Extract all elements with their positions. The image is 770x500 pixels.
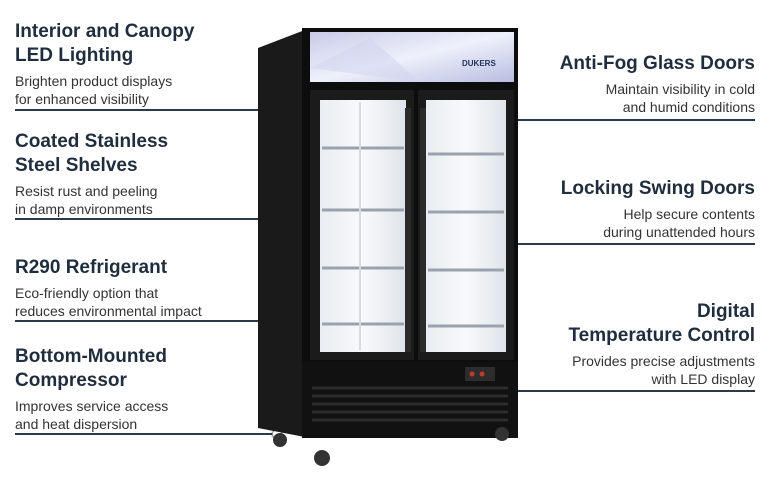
- callout-line: [468, 390, 755, 392]
- callout-line: [15, 433, 277, 435]
- feature-anti-fog-doors: Anti-Fog Glass Doors Maintain visibility…: [560, 52, 755, 116]
- feature-description: Eco-friendly option that reduces environ…: [15, 285, 202, 319]
- refrigerator-illustration: DUKERS: [258, 28, 518, 466]
- callout-line: [468, 243, 755, 245]
- feature-refrigerant: R290 Refrigerant Eco-friendly option tha…: [15, 256, 202, 320]
- feature-description: Maintain visibility in cold and humid co…: [605, 81, 755, 115]
- feature-title: Bottom-Mounted Compressor: [15, 346, 167, 391]
- brand-logo: DUKERS: [462, 59, 496, 68]
- feature-description: Help secure contents during unattended h…: [603, 206, 755, 240]
- feature-compressor: Bottom-Mounted Compressor Improves servi…: [15, 345, 168, 433]
- cabinet-side: [258, 28, 310, 438]
- callout-line: [15, 218, 301, 220]
- callout-line: [15, 109, 301, 111]
- left-glass-door: [310, 90, 414, 360]
- feature-temperature-control: Digital Temperature Control Provides pre…: [568, 300, 755, 388]
- feature-shelves: Coated Stainless Steel Shelves Resist ru…: [15, 130, 168, 218]
- callout-line: [468, 119, 755, 121]
- feature-description: Improves service access and heat dispers…: [15, 398, 169, 432]
- feature-title: Coated Stainless Steel Shelves: [15, 131, 169, 176]
- casters: [273, 427, 509, 466]
- feature-led-lighting: Interior and Canopy LED Lighting Brighte…: [15, 20, 194, 108]
- feature-title: R290 Refrigerant: [15, 257, 168, 278]
- feature-title: Digital Temperature Control: [568, 301, 755, 346]
- feature-description: Resist rust and peeling in damp environm…: [15, 183, 158, 217]
- feature-title: Locking Swing Doors: [560, 178, 755, 199]
- feature-description: Brighten product displays for enhanced v…: [15, 73, 173, 107]
- feature-title: Interior and Canopy LED Lighting: [15, 21, 195, 66]
- callout-line: [15, 320, 301, 322]
- feature-title: Anti-Fog Glass Doors: [559, 53, 755, 74]
- vent-grille: [312, 386, 508, 422]
- feature-locking-doors: Locking Swing Doors Help secure contents…: [561, 177, 755, 241]
- right-glass-door: [418, 90, 514, 360]
- feature-description: Provides precise adjustments with LED di…: [572, 353, 755, 387]
